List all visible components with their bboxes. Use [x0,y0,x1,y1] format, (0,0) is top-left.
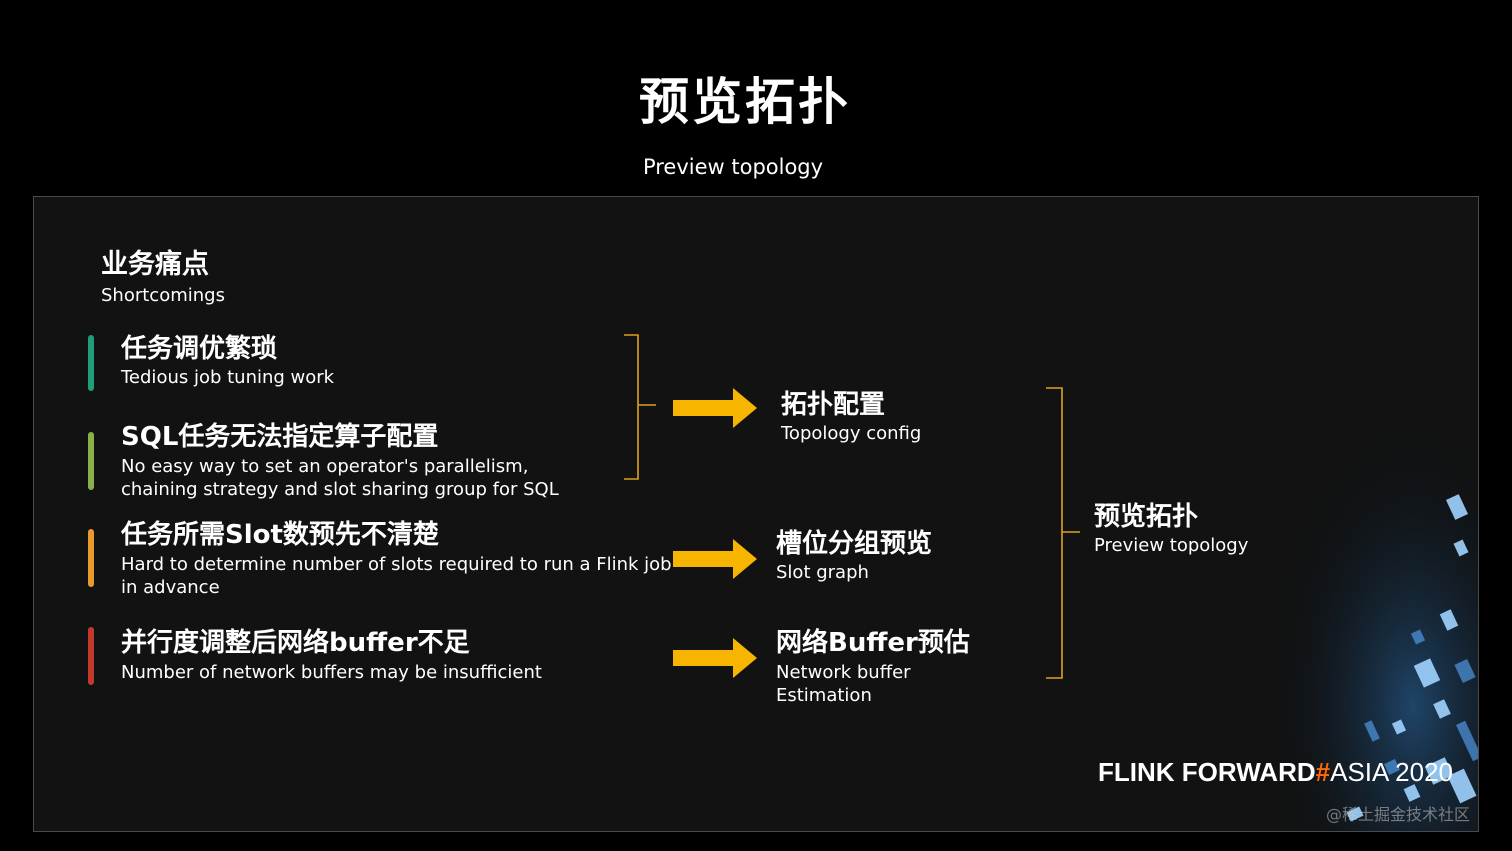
section-title: 业务痛点 [101,249,209,280]
solution-1-title: 拓扑配置 [781,390,886,420]
section-subtitle: Shortcomings [101,285,225,306]
pain-point-1-desc: Tedious job tuning work [121,367,335,388]
pain-point-3-desc-line2: in advance [121,577,220,598]
solution-1-desc: Topology config [781,423,922,444]
logo-forward: FORWARD [1181,757,1316,787]
bracket-solution-group [1046,387,1080,679]
pain-point-2-color-bar [88,432,94,490]
solution-2-desc: Slot graph [776,562,869,583]
pain-point-1-color-bar [88,335,94,391]
pain-point-4-color-bar [88,627,94,685]
flink-forward-logo: FLINK FORWARD#ASIA 2020 [1098,756,1453,788]
arrow-icon-3 [673,638,757,678]
logo-flink: FLINK [1098,757,1175,787]
pain-point-3-color-bar [88,529,94,587]
pain-point-4-title: 并行度调整后网络buffer不足 [121,628,470,658]
pain-point-2-desc-line2: chaining strategy and slot sharing group… [121,479,559,500]
bracket-pain-group [624,334,656,480]
pain-point-1-title: 任务调优繁琐 [121,334,278,364]
result-title: 预览拓扑 [1094,502,1199,532]
pain-point-3-desc-line1: Hard to determine number of slots requir… [121,554,672,575]
pain-point-2-desc-line1: No easy way to set an operator's paralle… [121,456,529,477]
content-panel: 业务痛点 Shortcomings 任务调优繁琐 Tedious job tun… [33,196,1479,832]
slide-subtitle: Preview topology [642,155,824,179]
solution-3-desc-line2: Estimation [776,685,872,706]
pain-point-3-title: 任务所需Slot数预先不清楚 [121,520,439,550]
decorative-cubes-graphic [1218,331,1478,831]
logo-hash: # [1315,757,1331,787]
pain-point-2-title: SQL任务无法指定算子配置 [121,422,439,452]
result-subtitle: Preview topology [1094,535,1249,556]
slide-title: 预览拓扑 [639,73,851,131]
arrow-icon-2 [673,539,757,579]
arrow-icon-1 [673,388,757,428]
watermark: @稀土掘金技术社区 [1326,805,1471,824]
pain-point-4-desc: Number of network buffers may be insuffi… [121,662,542,683]
solution-2-title: 槽位分组预览 [776,529,933,559]
solution-3-title: 网络Buffer预估 [776,628,970,658]
solution-3-desc-line1: Network buffer [776,662,911,683]
logo-asia: ASIA 2020 [1330,757,1453,787]
